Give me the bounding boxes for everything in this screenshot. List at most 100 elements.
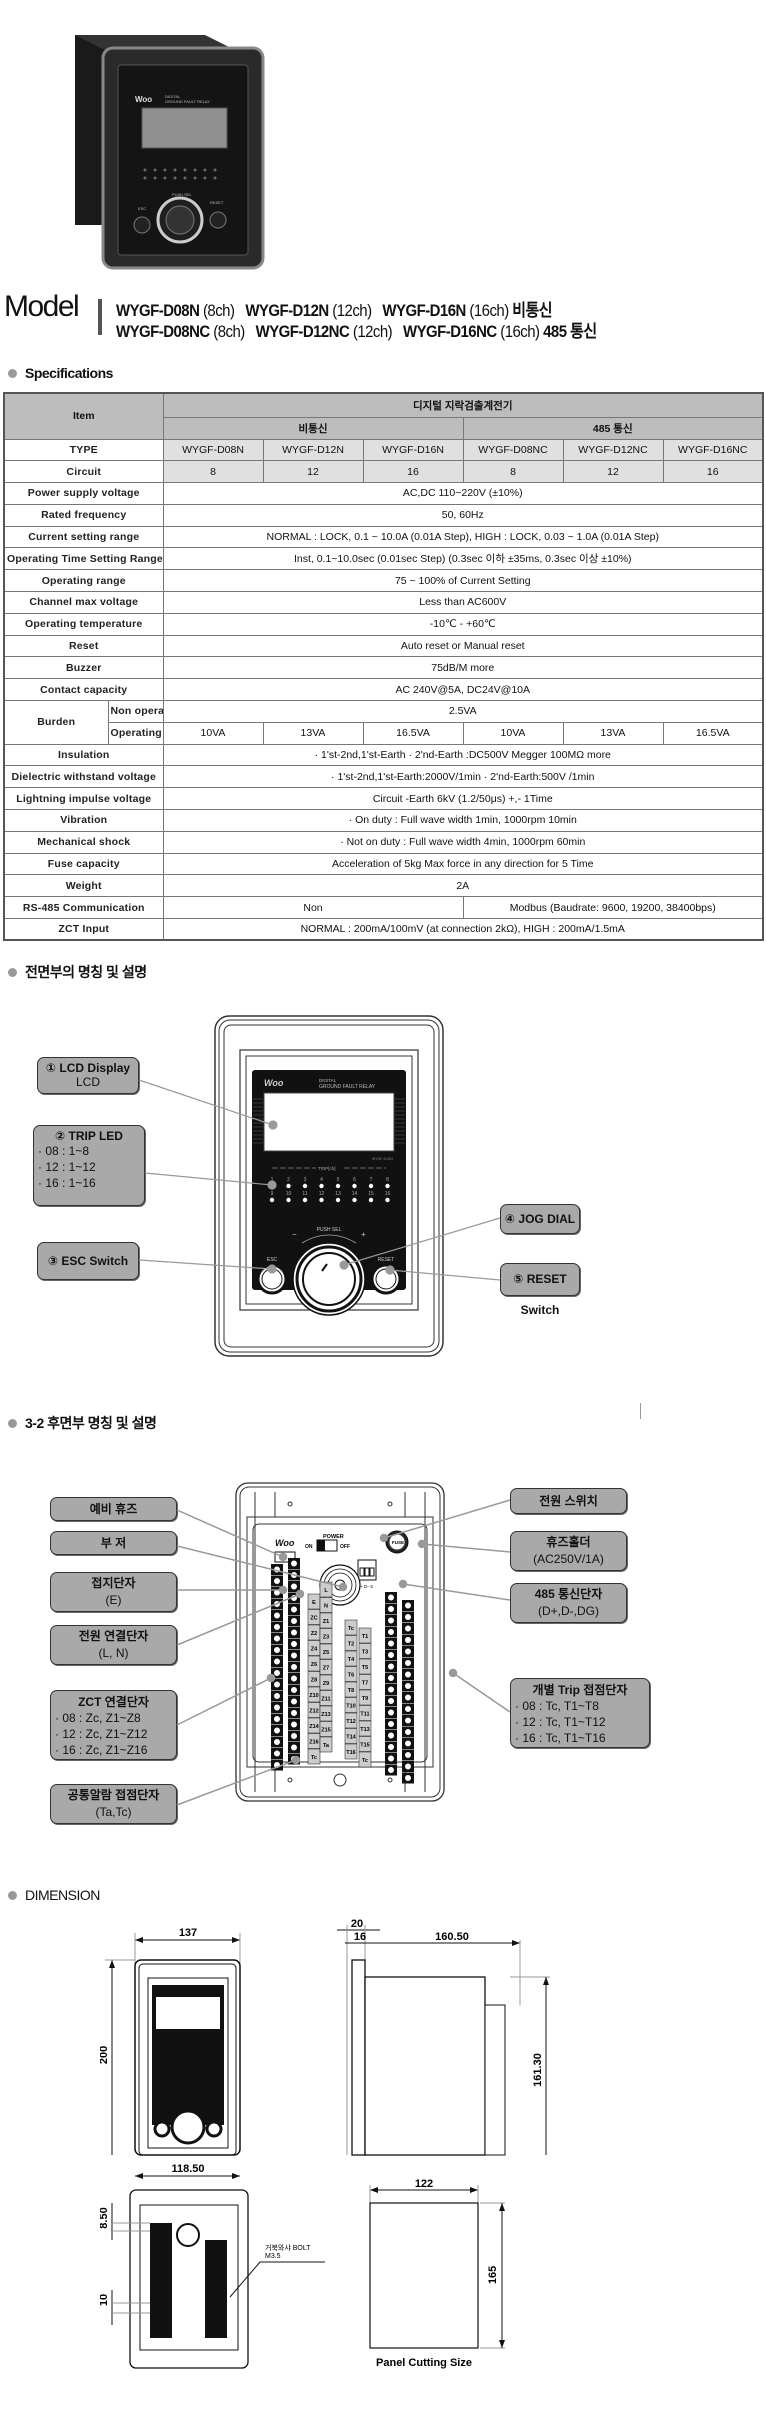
bolt-label-2: M3.5 — [265, 2253, 281, 2260]
lcd-display — [263, 1092, 395, 1152]
dim-side-height: 161.30 — [532, 2053, 544, 2087]
trip-channel-number: 15 — [368, 1191, 374, 1197]
terminal-label: Z10 — [309, 1693, 318, 1699]
row-label: Current setting range — [3, 525, 164, 549]
model-line-2: WYGF-D08NC (8ch) WYGF-D12NC (12ch) WYGF-… — [116, 317, 597, 342]
row-value: · 1'st-2nd,1'st-Earth · 2'nd-Earth :DC50… — [162, 743, 764, 767]
terminal-label: Z16 — [309, 1740, 318, 1746]
terminal-cell — [358, 1720, 372, 1737]
push-sel-label: PUSH SEL — [317, 1227, 342, 1233]
callout-esc-switch: ③ ESC Switch — [37, 1242, 139, 1280]
row-label: Contact capacity — [3, 678, 164, 702]
section-title-text: 전면부의 명칭 및 설명 — [25, 964, 147, 980]
model-ch: (12ch) — [352, 322, 393, 341]
callout-title: 접지단자 — [91, 1576, 136, 1590]
header-group: 디지털 지락검출계전기 — [162, 392, 764, 418]
spec-table: Item 디지털 지락검출계전기 비통신 485 통신 TYPE WYGF-D0… — [3, 392, 764, 942]
terminal-cell — [358, 1658, 372, 1675]
trip-channel-number: 1 — [271, 1177, 274, 1183]
trip-channel-number: 8 — [386, 1177, 389, 1183]
callout-title: ③ ESC Switch — [47, 1254, 129, 1268]
terminal-label: Z15 — [321, 1728, 330, 1734]
photo-reset-label: RESET — [210, 200, 224, 205]
row-value: · 1'st-2nd,1'st-Earth:2000V/1min · 2'nd-… — [162, 765, 764, 789]
reset-label: RESET — [378, 1257, 395, 1263]
row-label: Vibration — [3, 809, 164, 832]
circuit-cell: 8 — [462, 460, 564, 484]
terminal-cell — [358, 1627, 372, 1644]
terminal-label: N — [324, 1604, 328, 1610]
row-label: Reset — [3, 634, 164, 658]
table-row: Mechanical shock· Not on duty : Full wav… — [3, 830, 764, 854]
dim-front-width: 137 — [179, 1927, 197, 1939]
callout-trip-terminal: 개별 Trip 접점단자 · 08 : Tc, T1~T8 · 12 : Tc,… — [510, 1678, 650, 1748]
dim-rear-pitch-2: 10 — [100, 2294, 110, 2306]
callout-sub: (D+,D-,DG) — [538, 1604, 599, 1618]
rear-brand: Woo — [275, 1538, 295, 1548]
terminal-cell — [344, 1697, 358, 1713]
dim-side-depth: 160.50 — [435, 1931, 469, 1943]
terminal-cell — [344, 1712, 358, 1729]
trip-channel-number: 4 — [320, 1177, 323, 1183]
model-name: WYGF-D08NC — [116, 322, 210, 341]
terminal-label: T7 — [362, 1681, 368, 1687]
terminal-cell — [344, 1681, 358, 1698]
row-value: NORMAL : 200mA/100mV (at connection 2kΩ)… — [162, 918, 764, 941]
trip-led — [319, 1183, 324, 1189]
row-value: Modbus (Baudrate: 9600, 19200, 38400bps) — [462, 896, 764, 920]
trip-channel-number: 11 — [302, 1191, 307, 1197]
callout-fuse-holder: 휴즈홀더 (AC250V/1A) — [510, 1531, 627, 1571]
dim-cut-width: 122 — [415, 2178, 433, 2190]
photo-esc-button — [133, 216, 151, 234]
callout-title: 전원 스위치 — [539, 1494, 598, 1508]
callout-jog-dial: ④ JOG DIAL — [500, 1204, 580, 1234]
callout-sub: (L, N) — [98, 1646, 129, 1660]
row-value: · Not on duty : Full wave width 4min, 10… — [162, 830, 764, 854]
model-line-1: WYGF-D08N (8ch) WYGF-D12N (12ch) WYGF-D1… — [116, 296, 553, 321]
trip-channel-number: 6 — [353, 1177, 356, 1183]
table-row: Vibration· On duty : Full wave width 1mi… — [3, 809, 764, 832]
row-label: Weight — [3, 874, 164, 898]
bullet-icon — [8, 967, 17, 977]
type-cell: WYGF-D16N — [362, 438, 464, 462]
row-value: NORMAL : LOCK, 0.1 ~ 10.0A (0.01A Step),… — [162, 525, 764, 549]
row-label: Circuit — [3, 460, 164, 484]
callout-item: · 08 : Zc, Z1~Z8 — [55, 1711, 141, 1725]
type-cell: WYGF-D08N — [162, 438, 264, 462]
row-value: Acceleration of 5kg Max force in any dir… — [162, 852, 764, 876]
callout-buzzer: 부 저 — [50, 1531, 177, 1555]
circuit-cell: 12 — [262, 460, 364, 484]
model-name: WYGF-D08N — [116, 301, 200, 320]
terminal-cell — [319, 1597, 333, 1613]
circuit-cell: 8 — [162, 460, 264, 484]
terminal-label: T2 — [348, 1642, 354, 1648]
trip-led — [269, 1197, 275, 1203]
on-label: ON — [305, 1544, 313, 1550]
side-view: 20 16 160.50 161.30 — [337, 1918, 550, 2156]
row-label: Channel max voltage — [3, 591, 164, 614]
table-row-type: TYPE WYGF-D08N WYGF-D12N WYGF-D16N WYGF-… — [3, 438, 764, 462]
callout-title: 485 통신단자 — [534, 1587, 603, 1601]
stray-mark — [640, 1403, 641, 1419]
trip-led — [335, 1183, 341, 1189]
header-item: Item — [3, 392, 164, 440]
terminal-label: Z1 — [323, 1619, 329, 1625]
trip-channel-number: 13 — [335, 1191, 341, 1197]
dim-rear-pitch-1: 8.50 — [100, 2207, 110, 2228]
power-label: POWER — [323, 1534, 344, 1540]
row-value: AC 240V@5A, DC24V@10A — [162, 678, 764, 702]
comm-terminal-label: D+ D- S — [357, 1584, 373, 1589]
fuse-label: FUSE — [392, 1540, 404, 1545]
callout-spare-fuse: 예비 휴즈 — [50, 1497, 177, 1521]
row-value: 2A — [162, 874, 764, 898]
terminal-label: ZC — [310, 1616, 317, 1622]
trip-led — [368, 1183, 374, 1189]
dim-front-height: 200 — [100, 2046, 110, 2064]
trip-led — [302, 1197, 308, 1203]
